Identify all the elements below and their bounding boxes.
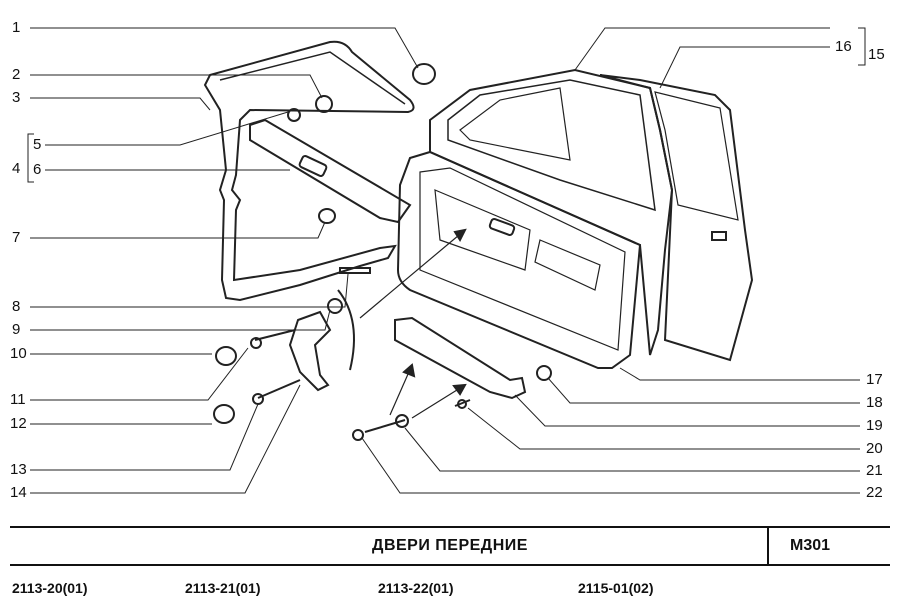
nut-9 xyxy=(327,298,343,314)
model-code-4: 2115-01(02) xyxy=(578,580,654,596)
callout-16: 16 xyxy=(835,38,852,55)
callout-6: 6 xyxy=(33,161,42,178)
door-seal xyxy=(203,40,415,302)
callout-20: 20 xyxy=(866,440,883,457)
callout-17: 17 xyxy=(866,371,883,388)
callout-4: 4 xyxy=(12,160,21,177)
plug-10 xyxy=(215,346,237,366)
callout-18: 18 xyxy=(866,394,883,411)
model-code-2: 2113-21(01) xyxy=(185,580,261,596)
section-code: M301 xyxy=(790,537,831,554)
armrest xyxy=(394,316,527,400)
callout-3: 3 xyxy=(12,89,21,106)
callout-13: 13 xyxy=(10,461,27,478)
callout-2: 2 xyxy=(12,66,21,83)
page-title: ДВЕРИ ПЕРЕДНИЕ xyxy=(372,537,528,554)
bolt-13 xyxy=(257,379,301,399)
door-frame xyxy=(429,68,674,356)
title-block xyxy=(10,526,890,566)
door-trim-panel xyxy=(396,150,642,369)
callout-21: 21 xyxy=(866,462,883,479)
pin-8 xyxy=(339,267,371,274)
callout-14: 14 xyxy=(10,484,27,501)
clip-1 xyxy=(412,63,436,85)
callout-8: 8 xyxy=(12,298,21,315)
trim-strip xyxy=(249,118,412,224)
clip-18 xyxy=(536,365,552,381)
rear-door xyxy=(599,74,754,362)
title-divider xyxy=(767,526,769,566)
model-code-3: 2113-22(01) xyxy=(378,580,454,596)
bolt-11 xyxy=(254,329,296,341)
screw-21 xyxy=(364,419,406,433)
callout-15: 15 xyxy=(868,46,885,63)
callout-7: 7 xyxy=(12,229,21,246)
plug-12 xyxy=(213,404,235,424)
callout-5: 5 xyxy=(33,136,42,153)
callout-1: 1 xyxy=(12,19,21,36)
nut-2 xyxy=(315,95,333,113)
clip-5 xyxy=(287,108,301,122)
callout-19: 19 xyxy=(866,417,883,434)
model-code-1: 2113-20(01) xyxy=(12,580,88,596)
clip-7 xyxy=(318,208,336,224)
exploded-parts-diagram xyxy=(27,27,866,494)
callout-9: 9 xyxy=(12,321,21,338)
armrest-bracket xyxy=(288,310,332,392)
callout-11: 11 xyxy=(10,391,26,408)
callout-12: 12 xyxy=(10,415,27,432)
callout-10: 10 xyxy=(10,345,27,362)
callout-22: 22 xyxy=(866,484,883,501)
